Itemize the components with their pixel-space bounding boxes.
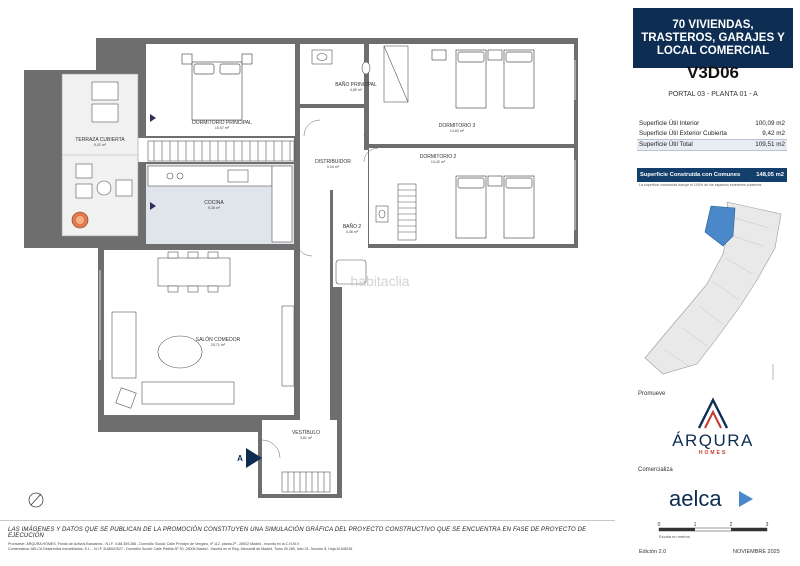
seller-label: Comercializa bbox=[638, 467, 673, 473]
built-area-bar: Superficie Construida con Comunes 148,05… bbox=[637, 168, 787, 182]
living-furniture bbox=[111, 305, 295, 409]
room-label-bano-principal: BAÑO PRINCIPAL bbox=[335, 81, 377, 88]
windows bbox=[99, 60, 576, 360]
seller-name: aelca bbox=[669, 486, 722, 511]
project-title-line-3: LOCAL COMERCIAL bbox=[656, 44, 770, 57]
area-row: Superficie Útil Exterior Cubierta 9,42 m… bbox=[637, 129, 787, 139]
dining-table bbox=[157, 251, 231, 293]
footer-legal: Promueve: ÁRQURA HOMES, Fondo de Activos… bbox=[8, 542, 608, 552]
promoter-label: Promueve bbox=[638, 391, 666, 397]
room-area-dormitorio-3: 14,63 m² bbox=[450, 129, 465, 133]
area-value: 109,51 m2 bbox=[755, 141, 785, 148]
room-area-dormitorio-2: 13,42 m² bbox=[431, 160, 446, 164]
door-swings bbox=[261, 119, 379, 459]
kitchen-counter bbox=[147, 165, 293, 243]
aelca-arrow-icon bbox=[739, 491, 753, 507]
footer-legal-promoter: Promueve: ÁRQURA HOMES, Fondo de Activos… bbox=[8, 542, 300, 546]
wardrobe-room2 bbox=[397, 183, 417, 241]
area-value: 100,09 m2 bbox=[755, 120, 785, 127]
footer-divider bbox=[0, 520, 615, 521]
room-area-bano-principal: 4,89 m² bbox=[350, 88, 363, 92]
footer: LAS IMÁGENES Y DATOS QUE SE PUBLICAN DE … bbox=[8, 527, 608, 552]
room-label-salon: SALÓN COMEDOR bbox=[196, 336, 241, 343]
room-label-cocina: COCINA bbox=[204, 200, 224, 206]
area-label: Superficie Útil Interior bbox=[639, 120, 700, 127]
area-row: Superficie Útil Interior 100,09 m2 bbox=[637, 119, 787, 129]
room-label-bano-2: BAÑO 2 bbox=[343, 223, 362, 230]
info-panel: 70 VIVIENDAS, TRASTEROS, GARAJES Y LOCAL… bbox=[633, 8, 793, 560]
bathroom-2-fixtures bbox=[335, 205, 389, 285]
room-area-cocina: 9,28 m² bbox=[208, 206, 221, 210]
bed-main bbox=[181, 53, 253, 121]
wardrobe-hall bbox=[147, 140, 295, 162]
room-area-bano-2: 4,46 m² bbox=[346, 230, 359, 234]
promoter-sub: HOMES bbox=[698, 450, 728, 456]
room-label-vestibulo: VESTÍBULO bbox=[292, 429, 320, 436]
beds-room3 bbox=[431, 49, 535, 109]
area-row-total: Superficie Útil Total 109,51 m2 bbox=[637, 139, 787, 151]
bathroom-main-fixtures bbox=[311, 45, 409, 103]
room-label-terraza: TERRAZA CUBIERTA bbox=[75, 137, 125, 143]
built-area-value: 148,05 m2 bbox=[756, 172, 784, 178]
room-label-dormitorio-principal: DORMITORIO PRINCIPAL bbox=[192, 120, 252, 126]
room-area-salon: 25,71 m² bbox=[211, 343, 226, 347]
scale-tick: 1 bbox=[694, 522, 697, 528]
scale-tick: 3 bbox=[766, 522, 769, 528]
project-title-line-1: 70 VIVIENDAS, bbox=[672, 18, 754, 31]
room-area-vestibulo: 3,81 m² bbox=[300, 436, 313, 440]
room-area-distribuidor: 9,04 m² bbox=[327, 165, 340, 169]
scale-unit: Escala en metros bbox=[659, 534, 690, 539]
arrow-marker-icon bbox=[150, 114, 156, 122]
project-title: 70 VIVIENDAS, TRASTEROS, GARAJES Y LOCAL… bbox=[633, 8, 793, 68]
arqura-logo-icon bbox=[697, 397, 729, 429]
watermark: habitaclia bbox=[350, 273, 409, 289]
arrow-marker-icon bbox=[150, 202, 156, 210]
scale-tick: 0 bbox=[658, 522, 661, 528]
area-label: Superficie Útil Total bbox=[639, 141, 693, 148]
project-title-line-2: TRASTEROS, GARAJES Y bbox=[641, 31, 785, 44]
promoter-name: ÁRQURA bbox=[672, 431, 754, 450]
entrance-label: A bbox=[237, 454, 243, 463]
footer-disclaimer: LAS IMÁGENES Y DATOS QUE SE PUBLICAN DE … bbox=[8, 527, 587, 539]
room-area-terraza: 9,42 m² bbox=[94, 143, 107, 147]
key-plan bbox=[644, 201, 782, 380]
room-label-distribuidor: DISTRIBUIDOR bbox=[315, 159, 351, 165]
footer-legal-seller: Comercializa: AELCA Desarrollos Inmobili… bbox=[8, 547, 353, 551]
scale-bar: 0 1 2 3 Escala en metros bbox=[658, 522, 769, 539]
unit-code: V3D06 bbox=[687, 63, 739, 82]
room-label-dormitorio-3: DORMITORIO 3 bbox=[439, 123, 476, 129]
area-value: 9,42 m2 bbox=[762, 130, 785, 137]
edition: Edición 2.0 bbox=[639, 549, 667, 555]
north-compass-icon bbox=[28, 492, 44, 508]
floor-plan: A habitaclia DORMITORIO PRINCIPAL 15,07 … bbox=[24, 38, 578, 508]
terrace-furniture bbox=[71, 81, 133, 229]
built-area-label: Superficie Construida con Comunes bbox=[640, 172, 741, 178]
wardrobe-vestibulo bbox=[281, 471, 331, 493]
room-area-dormitorio-principal: 15,07 m² bbox=[215, 126, 230, 130]
room-label-dormitorio-2: DORMITORIO 2 bbox=[420, 154, 457, 160]
scale-tick: 2 bbox=[730, 522, 733, 528]
unit-location: PORTAL 03 - PLANTA 01 - A bbox=[668, 91, 758, 98]
built-area-note: La superficie construida incluye el 100%… bbox=[639, 183, 762, 187]
entrance-arrow-icon bbox=[246, 448, 262, 468]
promoter-logo bbox=[633, 396, 793, 435]
key-plan-highlight bbox=[704, 205, 736, 247]
edition-date: NOVIEMBRE 2025 bbox=[733, 549, 780, 555]
area-label: Superficie Útil Exterior Cubierta bbox=[639, 130, 727, 137]
beds-room2 bbox=[455, 175, 535, 239]
area-table: Superficie Útil Interior 100,09 m2 Super… bbox=[637, 119, 787, 151]
